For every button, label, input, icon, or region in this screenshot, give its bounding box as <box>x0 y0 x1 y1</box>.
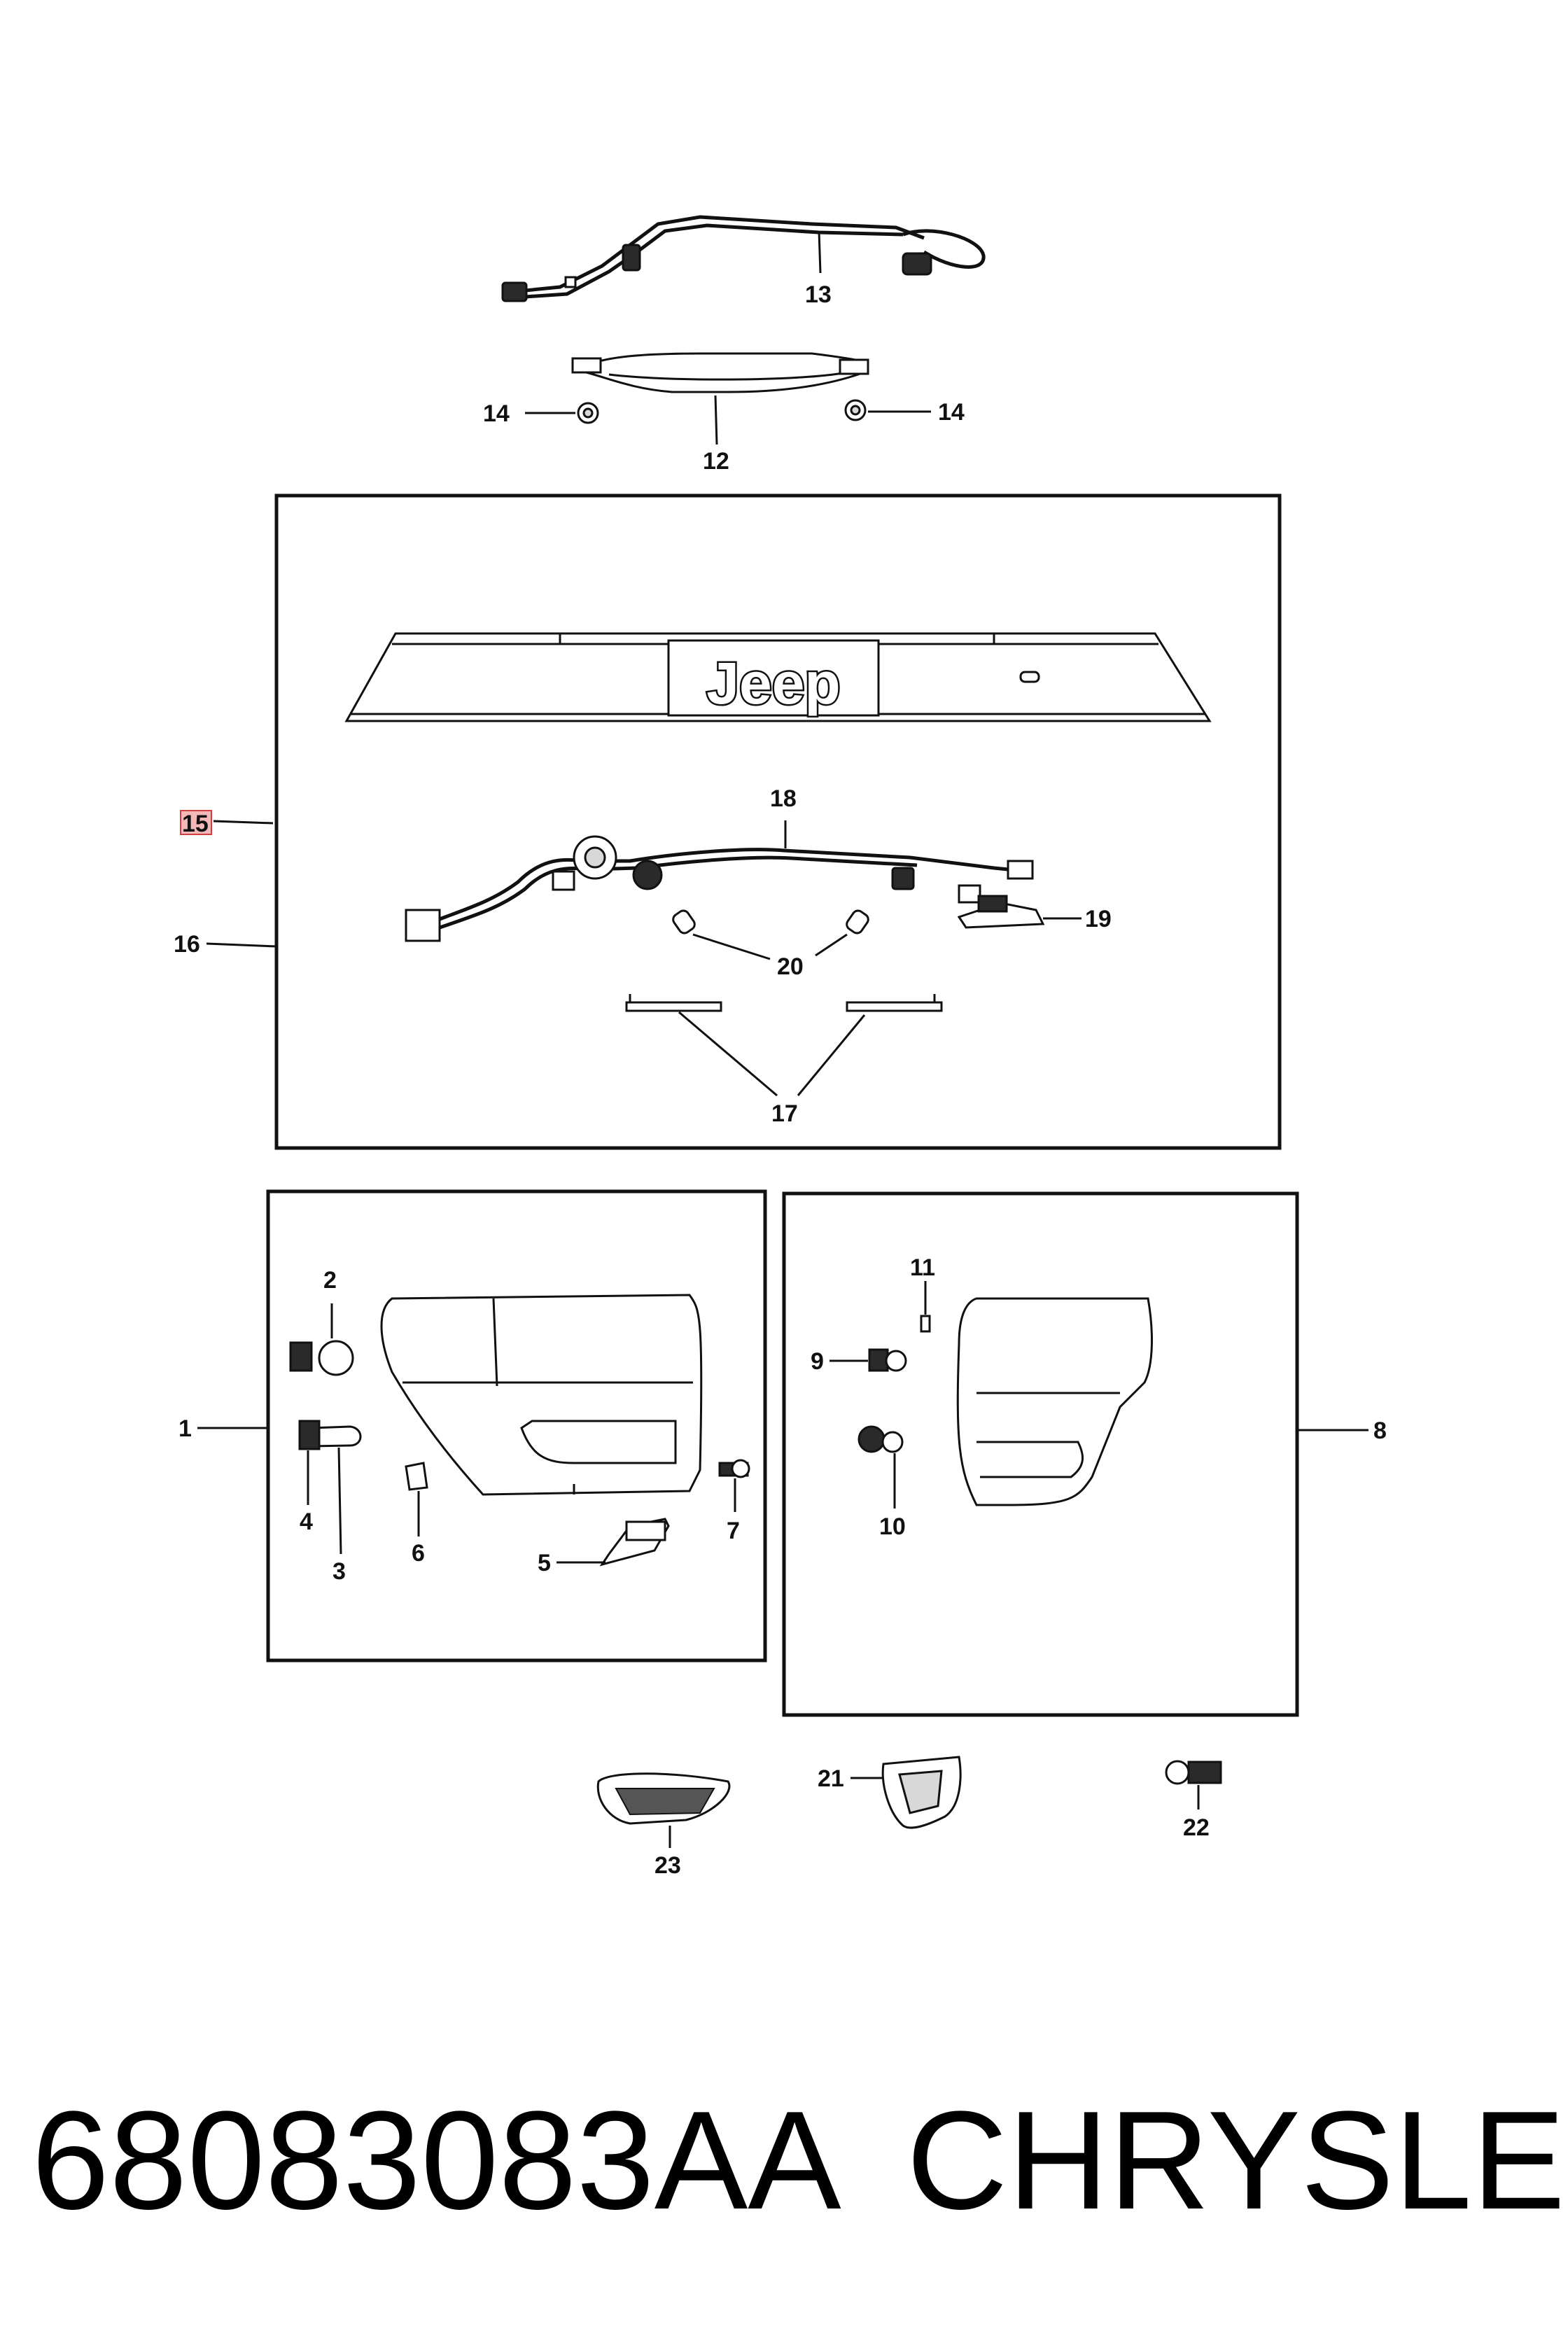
callout-5: 5 <box>538 1550 551 1576</box>
callout-14-right: 14 <box>938 399 965 426</box>
tail-lamp-8 <box>956 1297 1153 1506</box>
callout-17: 17 <box>771 1100 798 1127</box>
leader-15 <box>213 820 274 825</box>
callout-8: 8 <box>1373 1418 1387 1444</box>
leader-17-left <box>678 1011 778 1097</box>
clip-11 <box>920 1315 931 1333</box>
callout-12: 12 <box>703 448 729 475</box>
bezel-23 <box>596 1772 731 1825</box>
callout-6: 6 <box>412 1540 425 1567</box>
wiring-harness-13 <box>501 215 986 302</box>
bulb-20-right <box>846 909 869 934</box>
liftgate-applique: Jeep <box>344 632 1212 722</box>
callout-16: 16 <box>174 931 200 958</box>
license-lamp-19 <box>957 895 1045 929</box>
bulb-10 <box>858 1425 904 1453</box>
leader-20-right <box>815 933 848 957</box>
callout-14-left: 14 <box>483 400 510 427</box>
callout-22: 22 <box>1183 1814 1210 1841</box>
wiring-harness-18 <box>405 835 1034 942</box>
callout-2: 2 <box>323 1267 337 1294</box>
callout-21: 21 <box>818 1765 844 1792</box>
seal-17-right <box>846 994 943 1012</box>
bezel-21 <box>881 1756 962 1829</box>
tail-lamp-right-frame <box>782 1191 1299 1717</box>
bracket-5 <box>599 1518 670 1567</box>
tail-lamp-left-frame <box>266 1189 767 1662</box>
part-number: 68083083AA <box>31 2082 841 2239</box>
callout-4: 4 <box>300 1508 313 1535</box>
applique-assembly-frame <box>274 493 1282 1150</box>
callout-20: 20 <box>777 953 804 980</box>
bulb-2 <box>289 1340 354 1376</box>
callout-23: 23 <box>654 1852 681 1879</box>
brand-name: CHRYSLER <box>906 2082 1568 2239</box>
callout-10: 10 <box>879 1513 906 1540</box>
callout-19: 19 <box>1085 906 1112 932</box>
bulb-22 <box>1165 1760 1222 1785</box>
callout-1: 1 <box>178 1415 192 1442</box>
leader-3 <box>337 1447 342 1555</box>
leader-20-left <box>692 933 771 960</box>
leader-12 <box>714 395 718 445</box>
callout-3: 3 <box>332 1558 346 1585</box>
jeep-emblem: Jeep <box>706 650 840 716</box>
leader-16 <box>206 942 277 948</box>
clip-6 <box>405 1462 428 1491</box>
lamp-12 <box>571 352 869 393</box>
callout-9: 9 <box>811 1348 824 1375</box>
seal-17-left <box>625 994 722 1012</box>
screw-7 <box>718 1459 750 1478</box>
callout-15-highlight <box>180 810 212 835</box>
callout-18: 18 <box>770 785 797 812</box>
bulb-3 <box>310 1425 362 1448</box>
nut-14-left <box>577 402 599 424</box>
nut-14-right <box>844 399 867 421</box>
callout-7: 7 <box>727 1518 740 1544</box>
callout-15: 15 <box>182 811 209 837</box>
leader-17-right <box>797 1014 866 1096</box>
tail-lamp-1 <box>380 1294 703 1496</box>
callout-13: 13 <box>805 281 832 308</box>
callout-11: 11 <box>910 1254 935 1281</box>
socket-4 <box>298 1420 321 1450</box>
bulb-9 <box>868 1348 907 1372</box>
leader-13 <box>818 230 822 274</box>
bulb-20-left <box>672 909 696 934</box>
